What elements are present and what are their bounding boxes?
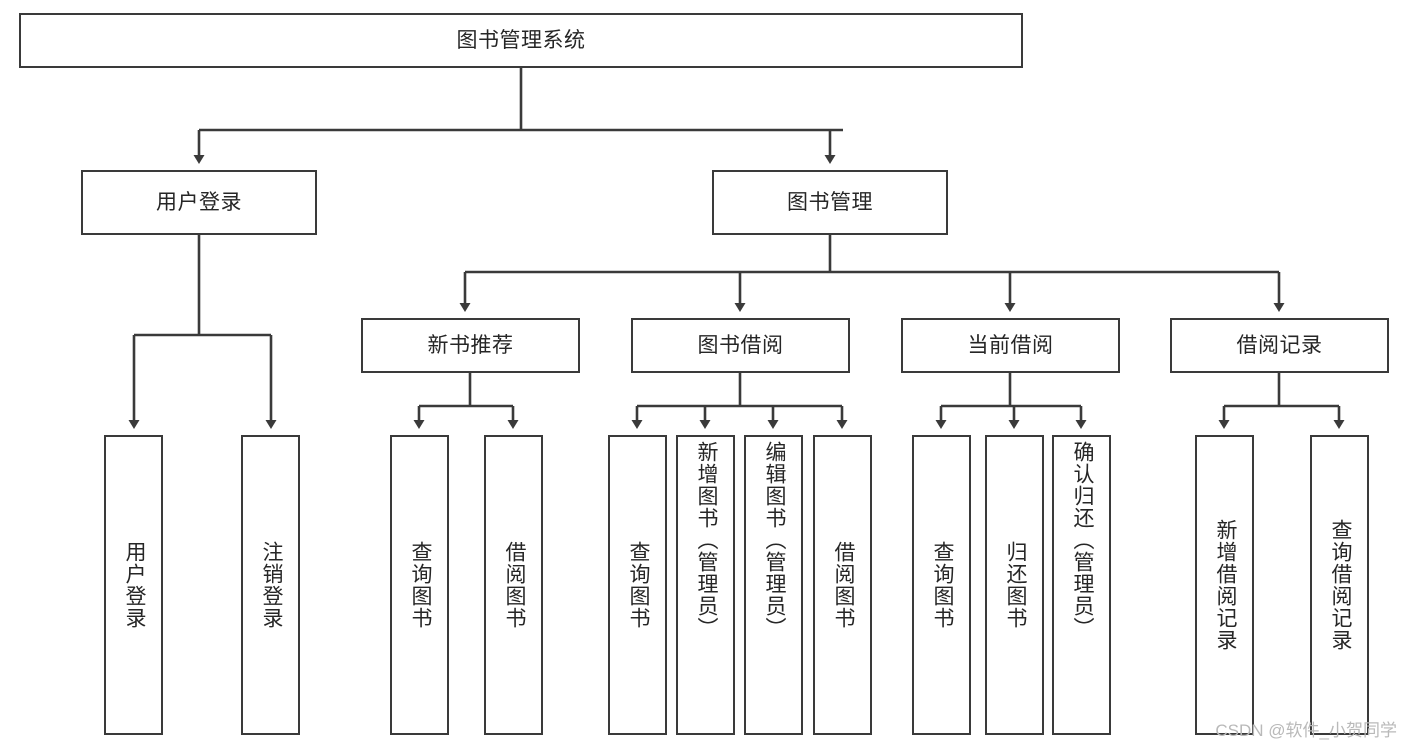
- edges-bookborrow-to-leaves: [631, 373, 848, 429]
- leaf-confirm-return[interactable]: 确认归还（管理员）: [1052, 435, 1111, 735]
- leaf-logout[interactable]: 注销登录: [241, 435, 300, 735]
- leaf-query-borrow-record[interactable]: 查询借阅记录: [1310, 435, 1369, 735]
- node-borrow-record[interactable]: 借阅记录: [1170, 318, 1389, 373]
- node-root-label: 图书管理系统: [456, 29, 586, 52]
- leaf-edit-book[interactable]: 编辑图书（管理员）: [744, 435, 803, 735]
- leaf-confirm-return-label: 确认归还（管理员）: [1070, 441, 1094, 639]
- edges-root-to-level1: [193, 68, 843, 164]
- node-current-borrow-label: 当前借阅: [967, 334, 1054, 357]
- leaf-query-book-borrow[interactable]: 查询图书: [608, 435, 667, 735]
- leaf-add-book[interactable]: 新增图书（管理员）: [676, 435, 735, 735]
- node-user-login-label: 用户登录: [156, 191, 242, 214]
- leaf-user-login-label: 用户登录: [122, 541, 146, 629]
- edges-currentborrow-to-leaves: [935, 373, 1087, 429]
- leaf-borrow-book-label: 借阅图书: [831, 541, 855, 629]
- leaf-return-book[interactable]: 归还图书: [985, 435, 1044, 735]
- leaf-query-book-current-label: 查询图书: [930, 541, 954, 629]
- leaf-query-book-current[interactable]: 查询图书: [912, 435, 971, 735]
- node-borrow-record-label: 借阅记录: [1236, 334, 1323, 357]
- node-new-book-recommend[interactable]: 新书推荐: [361, 318, 580, 373]
- leaf-logout-label: 注销登录: [259, 541, 283, 629]
- edges-bookmanage-to-level2: [459, 235, 1285, 312]
- leaf-borrow-book[interactable]: 借阅图书: [813, 435, 872, 735]
- leaf-query-borrow-record-label: 查询借阅记录: [1328, 519, 1352, 651]
- leaf-user-login[interactable]: 用户登录: [104, 435, 163, 735]
- node-root[interactable]: 图书管理系统: [19, 13, 1023, 68]
- leaf-return-book-label: 归还图书: [1003, 541, 1027, 629]
- node-current-borrow[interactable]: 当前借阅: [901, 318, 1120, 373]
- leaf-add-borrow-record[interactable]: 新增借阅记录: [1195, 435, 1254, 735]
- leaf-query-book-recommend-label: 查询图书: [408, 541, 432, 629]
- leaf-borrow-book-recommend[interactable]: 借阅图书: [484, 435, 543, 735]
- leaf-edit-book-label: 编辑图书（管理员）: [762, 441, 786, 639]
- leaf-query-book-recommend[interactable]: 查询图书: [390, 435, 449, 735]
- node-book-manage[interactable]: 图书管理: [712, 170, 948, 235]
- leaf-borrow-book-recommend-label: 借阅图书: [502, 541, 526, 629]
- node-new-book-recommend-label: 新书推荐: [427, 334, 514, 357]
- node-book-borrow[interactable]: 图书借阅: [631, 318, 850, 373]
- node-user-login[interactable]: 用户登录: [81, 170, 317, 235]
- node-book-borrow-label: 图书借阅: [697, 334, 784, 357]
- edges-borrowrecord-to-leaves: [1218, 373, 1345, 429]
- leaf-add-book-label: 新增图书（管理员）: [694, 441, 718, 639]
- leaf-query-book-borrow-label: 查询图书: [626, 541, 650, 629]
- leaf-add-borrow-record-label: 新增借阅记录: [1213, 519, 1237, 651]
- node-book-manage-label: 图书管理: [787, 191, 873, 214]
- edges-newbook-to-leaves: [413, 373, 519, 429]
- edges-userlogin-to-leaves: [128, 235, 277, 429]
